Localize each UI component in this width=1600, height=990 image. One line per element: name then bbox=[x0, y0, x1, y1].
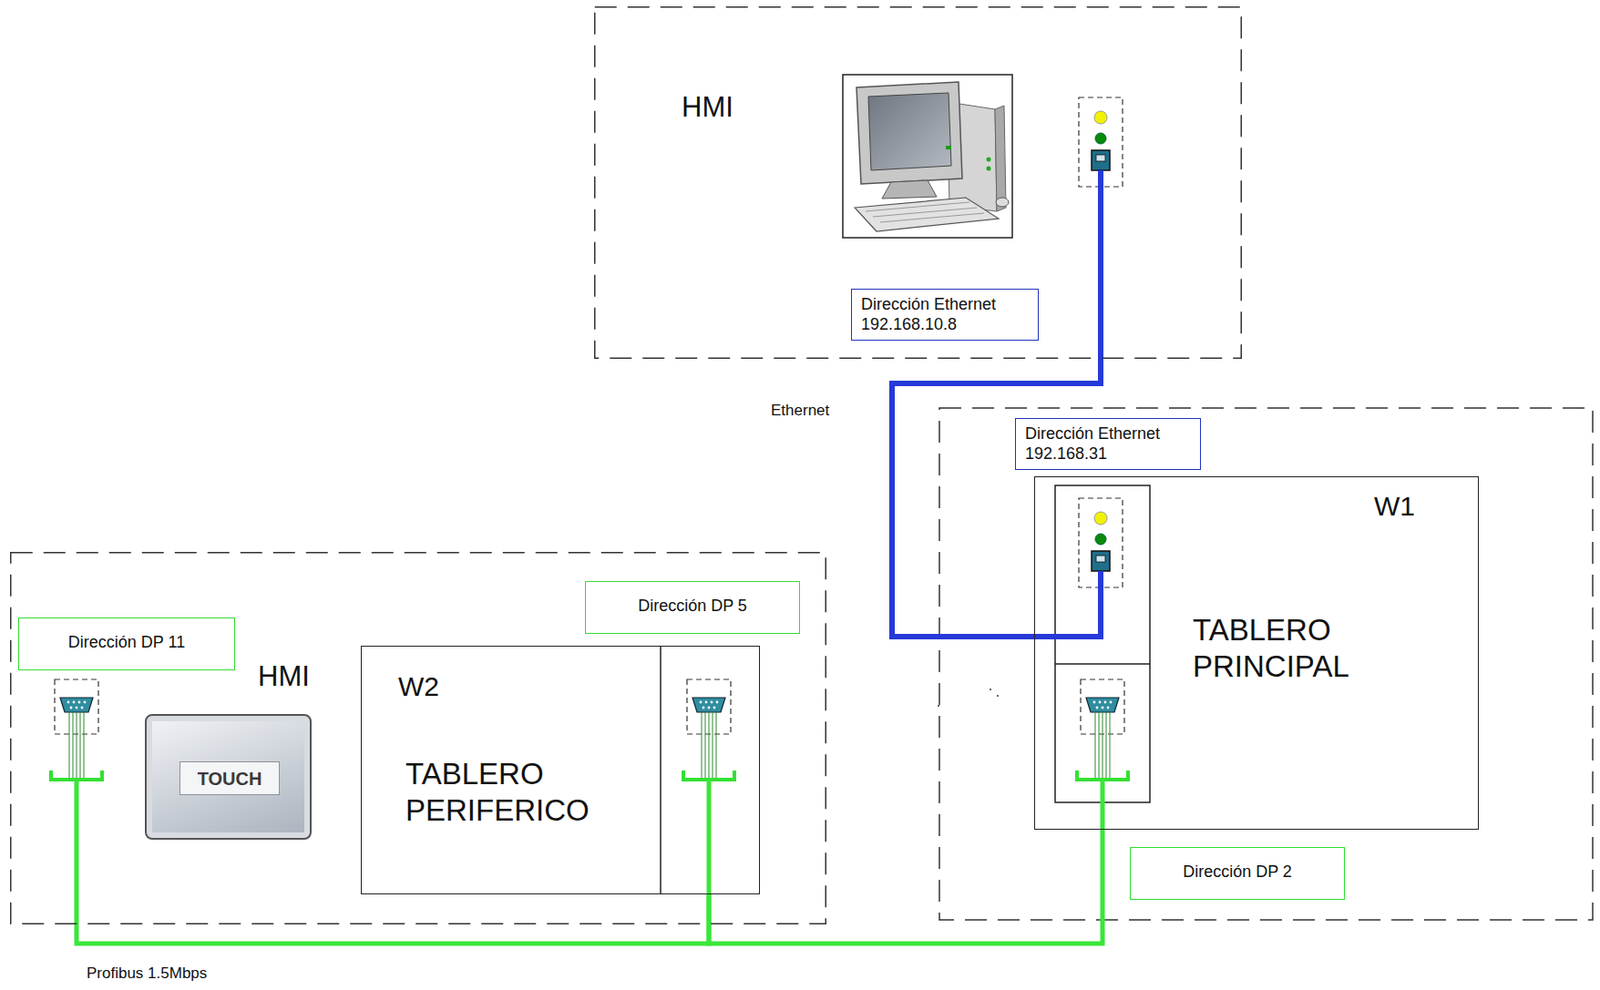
address-tag: Dirección DP 11 bbox=[18, 617, 236, 671]
node-label: Dirección Ethernet 192.168.10.8 bbox=[861, 295, 1029, 335]
panel-box: W2TABLERO PERIFERICO bbox=[360, 646, 760, 895]
node-label: Dirección DP 11 bbox=[28, 633, 226, 654]
node-label: HMI bbox=[257, 659, 310, 695]
node-label: Dirección DP 2 bbox=[1139, 862, 1335, 883]
panel-id: W1 bbox=[1374, 490, 1416, 524]
node-label: Dirección DP 5 bbox=[594, 596, 790, 617]
node-label: HMI bbox=[681, 90, 734, 125]
panel-box: W1TABLERO PRINCIPAL bbox=[1034, 476, 1479, 831]
ethernet-cable bbox=[892, 358, 1101, 637]
address-tag: Dirección Ethernet 192.168.31 bbox=[1015, 418, 1201, 471]
node-label: Dirección Ethernet 192.168.31 bbox=[1025, 424, 1191, 464]
panel-id: W2 bbox=[398, 670, 440, 705]
node-label: TOUCH bbox=[179, 761, 280, 796]
node-label: TABLERO PERIFERICO bbox=[405, 756, 634, 831]
node-label: TABLERO PRINCIPAL bbox=[1192, 612, 1416, 687]
hmi-zone: HMI Dirección DP 11 TOUCH W2TABLERO PERIFER… bbox=[10, 552, 827, 925]
zone-border bbox=[594, 7, 1242, 359]
bus-label: Ethernet bbox=[770, 401, 830, 421]
address-tag: Dirección Ethernet 192.168.10.8 bbox=[851, 288, 1039, 341]
address-tag: Dirección DP 2 bbox=[1129, 847, 1345, 901]
bus-label: Profibus 1.5Mbps bbox=[86, 964, 207, 984]
address-tag: Dirección DP 5 bbox=[584, 581, 800, 635]
hmi-zone: HMI Dirección Ethernet 192.168.10.8 bbox=[594, 6, 1242, 359]
profibus-cable bbox=[708, 830, 1103, 944]
zone-border bbox=[10, 553, 827, 925]
touch-panel: TOUCH bbox=[144, 714, 312, 841]
profibus-cable bbox=[76, 894, 709, 944]
